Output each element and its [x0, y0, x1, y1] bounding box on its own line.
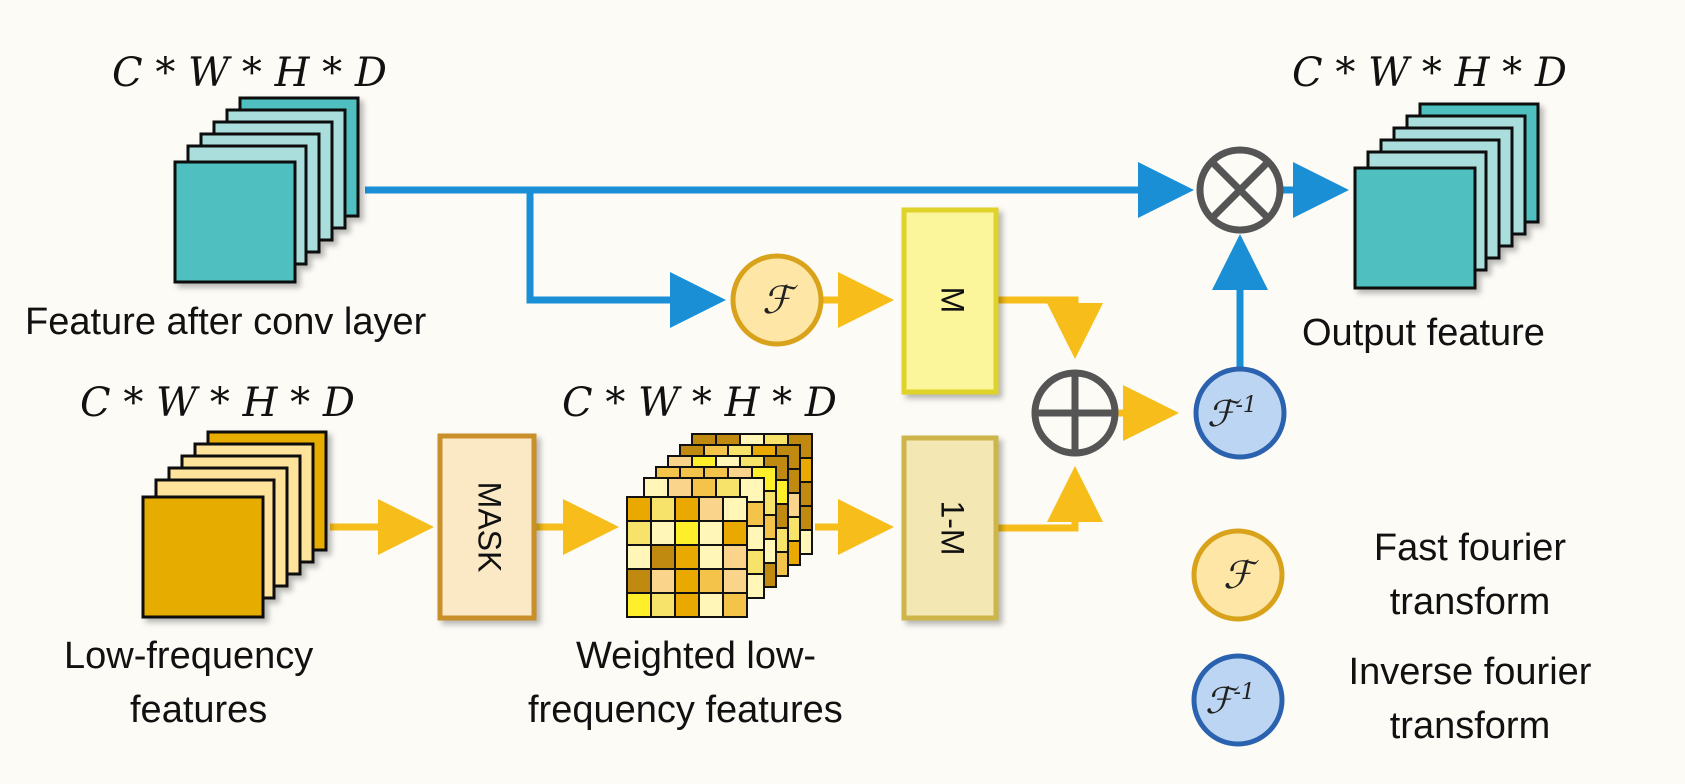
one-minus-m-block: 1-M: [901, 435, 999, 621]
weighted-cell: [626, 544, 652, 570]
weighted-cell: [698, 592, 724, 618]
weighted-cell: [722, 520, 748, 546]
connectors: [330, 162, 1349, 555]
lowfreq-stack: [141, 430, 328, 619]
weighted-cell: [626, 592, 652, 618]
weighted-cell: [698, 520, 724, 546]
legend-ifft-text-line2: transform: [1390, 705, 1550, 747]
mask-block: MASK: [437, 433, 537, 621]
lowfreq-dim: C * W * H * D: [80, 380, 355, 426]
lowfreq-label-line1: Low-frequency: [64, 635, 313, 677]
weighted-cell: [626, 520, 652, 546]
weighted-cell: [674, 520, 700, 546]
legend: ℱ Fast fourier transform ℱ-1 Inverse fou…: [1191, 527, 1592, 747]
m-block: M: [901, 207, 999, 395]
multiply-node: [1196, 146, 1284, 234]
mask-label: MASK: [472, 482, 508, 573]
legend-fft-text-line1: Fast fourier: [1374, 527, 1567, 569]
weighted-cell: [698, 496, 724, 522]
feature-label: Feature after conv layer: [25, 301, 427, 343]
ifft-superscript: -1: [1235, 393, 1256, 418]
weighted-grid-stack: [626, 433, 813, 618]
weighted-cell: [650, 496, 676, 522]
feature-stack: [173, 96, 360, 284]
weighted-dim: C * W * H * D: [562, 380, 837, 426]
weighted-cell: [626, 496, 652, 522]
arrow-1m-to-add: [997, 466, 1103, 532]
weighted-cell: [674, 568, 700, 594]
output-stack: [1353, 102, 1540, 290]
weighted-cell: [674, 544, 700, 570]
legend-ifft-superscript: -1: [1233, 680, 1254, 705]
add-node: [1031, 369, 1119, 457]
output-label: Output feature: [1302, 312, 1545, 354]
weighted-cell: [650, 544, 676, 570]
weighted-label-line1: Weighted low-: [576, 635, 816, 677]
legend-fft-text-line2: transform: [1390, 581, 1550, 623]
arrow-m-to-add: [997, 296, 1103, 359]
fft-node: ℱ: [730, 253, 824, 347]
weighted-cell: [722, 568, 748, 594]
weighted-cell: [650, 520, 676, 546]
weighted-cell: [650, 568, 676, 594]
svg-text:ℱ-1: ℱ-1: [1205, 680, 1255, 722]
weighted-cell: [698, 544, 724, 570]
weighted-cell: [674, 592, 700, 618]
lowfreq-label-line2: features: [130, 689, 267, 731]
weighted-cell: [650, 592, 676, 618]
weighted-cell: [698, 568, 724, 594]
weighted-cell: [626, 568, 652, 594]
ifft-node: ℱ-1: [1193, 366, 1287, 460]
legend-fft: ℱ Fast fourier transform: [1191, 527, 1567, 623]
feature-dim: C * W * H * D: [112, 50, 387, 96]
weighted-cell: [722, 496, 748, 522]
weighted-cell: [722, 544, 748, 570]
weighted-cell: [722, 592, 748, 618]
output-dim: C * W * H * D: [1292, 50, 1567, 96]
weighted-layer: [626, 496, 748, 618]
one-minus-m-label: 1-M: [935, 500, 971, 555]
arrow-feature-to-fft: [526, 190, 726, 328]
legend-ifft: ℱ-1 Inverse fourier transform: [1191, 651, 1592, 747]
legend-ifft-text-line1: Inverse fourier: [1349, 651, 1592, 693]
m-label: M: [935, 287, 971, 314]
weighted-cell: [674, 496, 700, 522]
weighted-label-line2: frequency features: [528, 689, 843, 731]
